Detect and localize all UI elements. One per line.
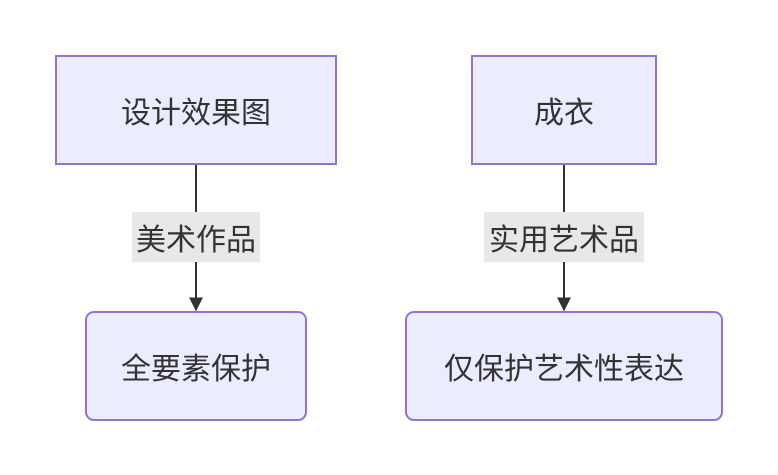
- edge-label-applied-art: 实用艺术品: [484, 212, 644, 262]
- node-garment-label: 成衣: [534, 96, 594, 131]
- node-design-drawing-label: 设计效果图: [121, 96, 271, 131]
- node-full-protection-label: 全要素保护: [121, 352, 271, 387]
- node-design-drawing: 设计效果图: [55, 55, 337, 165]
- node-garment: 成衣: [471, 55, 657, 165]
- node-full-protection: 全要素保护: [85, 311, 307, 421]
- edge-label-artwork: 美术作品: [132, 212, 260, 262]
- node-artistic-only: 仅保护艺术性表达: [405, 311, 723, 421]
- node-artistic-only-label: 仅保护艺术性表达: [444, 352, 684, 387]
